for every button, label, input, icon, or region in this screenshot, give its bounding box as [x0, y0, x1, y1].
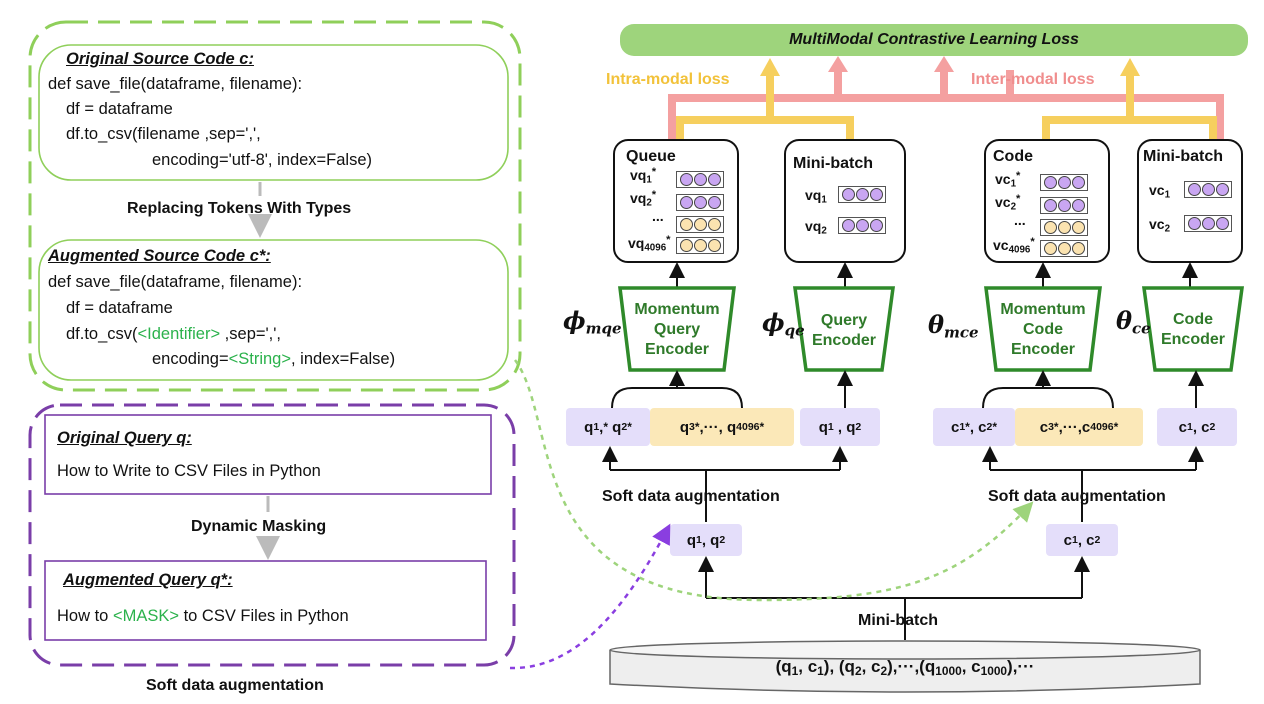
embedding-slot [1184, 215, 1232, 232]
queue-entry-label: vq1* [630, 166, 657, 186]
inter-modal-arrows [668, 70, 1224, 140]
query-encoder-shape [792, 286, 896, 372]
c-aug-chip-purple [933, 408, 1015, 446]
q-chip [800, 408, 880, 446]
minibatch-label: Mini-batch [858, 612, 938, 629]
theta-mce-label: θmce [928, 310, 979, 342]
embedding-slot [1040, 219, 1088, 236]
code-queue-ellipsis: ... [1014, 212, 1026, 228]
theta-ce-label: θce [1116, 306, 1151, 338]
augmented-code-line: encoding=<String>, index=False) [152, 350, 396, 368]
embedding-slot [1184, 181, 1232, 198]
queue-title: Queue [626, 148, 676, 165]
q-batch-chip [670, 524, 742, 556]
soft-augmentation-footer: Soft data augmentation [146, 677, 324, 694]
code-queue-title: Code [993, 148, 1033, 165]
loss-title: MultiModal Contrastive Learning Loss [789, 31, 1079, 48]
code-entry-label: vc4096* [993, 236, 1035, 256]
embedding-slot [676, 171, 724, 188]
dataset-cylinder [609, 650, 1201, 693]
query-augmentation-link [509, 523, 671, 670]
embedding-slot [1040, 197, 1088, 214]
augmented-code-line: df = dataframe [66, 299, 173, 317]
augmented-query-text: How to <MASK> to CSV Files in Python [57, 607, 349, 625]
query-panel-dashed-border [28, 403, 516, 667]
augmented-code-box [38, 239, 509, 381]
augmented-query-title: Augmented Query q*: [63, 571, 233, 589]
replacing-tokens-label: Replacing Tokens With Types [127, 200, 352, 217]
query-soft-augmentation-label: Soft data augmentation [602, 488, 780, 505]
queue-ellipsis: ... [652, 208, 664, 224]
augmented-code-line: def save_file(dataframe, filename): [48, 273, 303, 291]
intra-modal-arrows [676, 74, 1217, 140]
original-query-text: How to Write to CSV Files in Python [57, 462, 321, 480]
momentum-code-encoder-shape [984, 286, 1102, 372]
code-minibatch-entry-label: vc2 [1149, 216, 1171, 235]
original-code-line: df = dataframe [66, 100, 173, 118]
code-minibatch-entry-label: vc1 [1149, 182, 1171, 201]
minibatch-entry-label: vq2 [805, 218, 827, 237]
original-query-title: Original Query q: [57, 429, 192, 447]
query-minibatch-title: Mini-batch [793, 155, 873, 172]
code-soft-augmentation-label: Soft data augmentation [988, 488, 1166, 505]
embedding-slot [676, 194, 724, 211]
augmented-query-box [44, 560, 487, 641]
intra-modal-label: Intra-modal loss [606, 71, 730, 88]
momentum-query-encoder-shape [618, 286, 736, 372]
queue-entry-label: vq4096* [628, 234, 671, 254]
q-aug-chip-purple [566, 408, 650, 446]
embedding-slot [1040, 174, 1088, 191]
original-code-line: def save_file(dataframe, filename): [48, 75, 303, 93]
original-code-box [38, 44, 509, 181]
original-code-line: df.to_csv(filename ,sep=',', [66, 125, 261, 143]
phi-qe-label: ϕqe [762, 308, 805, 340]
code-encoder-shape [1141, 286, 1245, 372]
phi-mqe-label: ϕmqe [563, 306, 622, 338]
augmented-code-line: df.to_csv(<Identifier> ,sep=',', [66, 325, 281, 343]
minibatch-entry-label: vq1 [805, 187, 827, 206]
code-minibatch-title: Mini-batch [1143, 148, 1223, 165]
code-entry-label: vc1* [995, 170, 1021, 190]
augmented-code-title: Augmented Source Code c*: [48, 247, 271, 265]
embedding-slot [838, 217, 886, 234]
c-aug-chip-yellow [1015, 408, 1143, 446]
embedding-slot [676, 237, 724, 254]
code-panel-dashed-border [28, 20, 522, 392]
embedding-slot [838, 186, 886, 203]
queue-entry-label: vq2* [630, 189, 657, 209]
original-query-box [44, 414, 492, 495]
code-entry-label: vc2* [995, 193, 1021, 213]
inter-modal-label: Inter-modal loss [971, 71, 1095, 88]
code-augmentation-link [513, 359, 1034, 602]
c-batch-chip [1046, 524, 1118, 556]
original-code-title: Original Source Code c: [66, 50, 254, 68]
original-code-line: encoding='utf-8', index=False) [152, 151, 373, 169]
embedding-slot [676, 216, 724, 233]
c-chip [1157, 408, 1237, 446]
dynamic-masking-label: Dynamic Masking [191, 518, 327, 535]
dataset-label: (q1, c1), (q2, c2),···,(q1000, c1000),··… [775, 657, 1035, 678]
loss-bar [620, 24, 1248, 56]
embedding-slot [1040, 240, 1088, 257]
q-aug-chip-yellow [650, 408, 794, 446]
